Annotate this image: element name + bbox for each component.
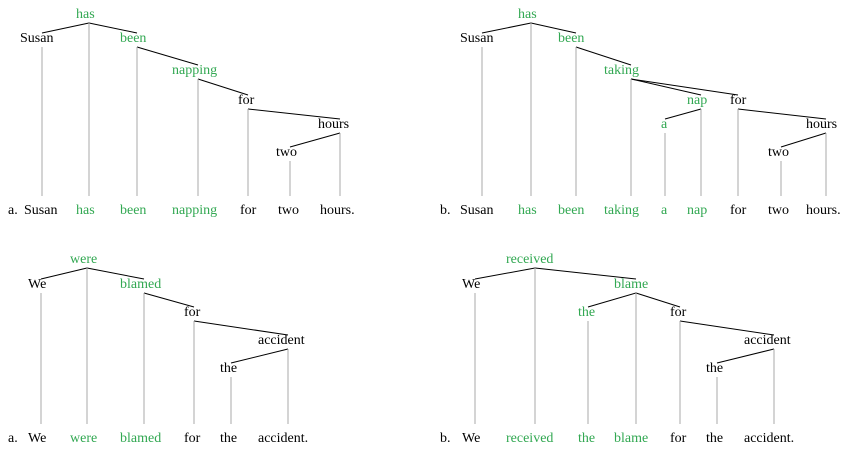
sentence-word: been: [120, 203, 147, 218]
tree-node-label: been: [558, 31, 585, 46]
tree-node-label: been: [120, 31, 147, 46]
dependency-edge: [587, 292, 637, 308]
sentence-word: napping: [172, 203, 218, 218]
example-enumeration-label: b.: [440, 203, 451, 218]
tree-node-label: blamed: [120, 277, 162, 292]
sentence-word: We: [462, 431, 481, 446]
tree-node-label: were: [70, 252, 98, 267]
sentence-word: blame: [614, 431, 649, 446]
dependency-edge: [664, 108, 702, 120]
tree-node-label: for: [670, 305, 687, 320]
tree-node-label: for: [730, 93, 747, 108]
dependency-edge: [716, 348, 775, 364]
dependency-edge: [40, 267, 88, 280]
tree-node-label: We: [28, 277, 47, 292]
tree-node-label: Susan: [460, 31, 494, 46]
sentence-word: for: [670, 431, 687, 446]
tree-node-label: two: [768, 145, 789, 160]
sentence-word: accident.: [258, 431, 309, 446]
sentence-word: Susan: [24, 203, 58, 218]
sentence-word: the: [706, 431, 724, 446]
sentence-word: Susan: [460, 203, 494, 218]
tree-node-label: the: [706, 361, 724, 376]
dependency-edge: [289, 132, 341, 148]
tree-node-label: for: [238, 93, 255, 108]
sentence-word: the: [578, 431, 596, 446]
sentence-word: hours.: [806, 203, 841, 218]
sentence-word: the: [220, 431, 238, 446]
tree-node-label: hours: [318, 117, 350, 132]
tree-node-label: the: [578, 305, 596, 320]
tree-node-label: Susan: [20, 31, 54, 46]
sentence-word: for: [184, 431, 201, 446]
tree-node-label: has: [76, 7, 95, 22]
tree-node-label: for: [184, 305, 201, 320]
dependency-edge: [230, 348, 289, 364]
tree-node-label: received: [506, 252, 554, 267]
sentence-word: two: [768, 203, 789, 218]
tree-node-label: two: [276, 145, 297, 160]
sentence-word: nap: [687, 203, 708, 218]
sentence-word: for: [240, 203, 257, 218]
dependency-edge: [630, 78, 739, 96]
dependency-edge: [474, 267, 536, 280]
sentence-word: two: [278, 203, 299, 218]
tree-node-label: napping: [172, 63, 218, 78]
sentence-word: blamed: [120, 431, 162, 446]
tree-node-label: accident: [258, 333, 305, 348]
tree-node-label: taking: [604, 63, 639, 78]
tree-node-label: accident: [744, 333, 791, 348]
tree-node-label: hours: [806, 117, 838, 132]
tree-node-label: We: [462, 277, 481, 292]
sentence-word: a: [661, 203, 668, 218]
sentence-word: taking: [604, 203, 639, 218]
sentence-word: accident.: [744, 431, 795, 446]
example-enumeration-label: a.: [8, 431, 18, 446]
tree-node-label: the: [220, 361, 238, 376]
example-enumeration-label: b.: [440, 431, 451, 446]
sentence-word: has: [76, 203, 95, 218]
example-enumeration-label: a.: [8, 203, 18, 218]
sentence-word: hours.: [320, 203, 355, 218]
sentence-word: received: [506, 431, 554, 446]
sentence-word: were: [70, 431, 98, 446]
tree-node-label: has: [518, 7, 537, 22]
tree-node-label: blame: [614, 277, 649, 292]
sentence-word: for: [730, 203, 747, 218]
sentence-word: has: [518, 203, 537, 218]
tree-node-label: a: [661, 117, 668, 132]
tree-node-label: nap: [687, 93, 708, 108]
sentence-word: been: [558, 203, 585, 218]
sentence-word: We: [28, 431, 47, 446]
